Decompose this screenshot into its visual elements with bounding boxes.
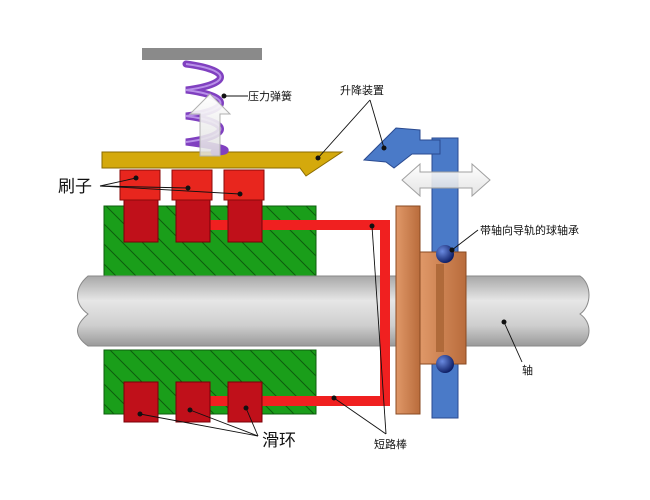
short-circuit-bar-vertical: [380, 220, 390, 406]
brush-3: [223, 169, 265, 201]
short-circuit-bar-lower: [176, 396, 386, 406]
flange-plate: [395, 205, 421, 415]
label-lift-device: 升降装置: [340, 83, 384, 97]
flange-hub-groove: [436, 264, 444, 352]
slip-ring-lower-3: [227, 381, 263, 423]
label-shaft: 轴: [522, 363, 533, 377]
bearing-ball-bottom: [436, 355, 454, 373]
lift-bar: [101, 151, 344, 177]
lift-device-arm: [362, 127, 441, 169]
label-slip-ring: 滑环: [262, 431, 296, 451]
spring-mount-plate: [142, 48, 262, 60]
brush-2: [171, 169, 213, 201]
label-spring: 压力弹簧: [248, 89, 292, 103]
double-arrow-icon: [401, 162, 491, 198]
label-brush: 刷子: [58, 177, 92, 197]
label-short-circuit-bar: 短路棒: [374, 437, 407, 451]
up-arrow-icon: [188, 93, 232, 157]
label-bearing: 带轴向导轨的球轴承: [480, 223, 579, 237]
shaft: [77, 275, 590, 347]
slip-ring-upper-1: [123, 199, 159, 243]
slip-ring-upper-2: [175, 199, 211, 243]
bearing-ball-top: [436, 245, 454, 263]
slip-ring-upper-3: [227, 199, 263, 243]
brush-1: [119, 169, 161, 201]
short-circuit-bar-upper: [176, 220, 386, 230]
